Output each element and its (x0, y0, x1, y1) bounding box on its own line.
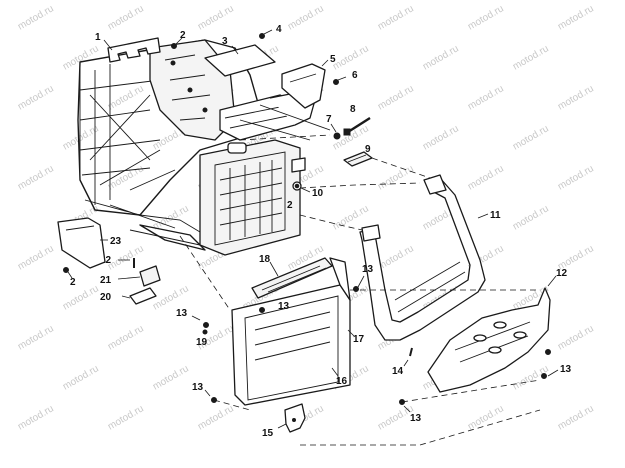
watermark-text: motod.ru (556, 163, 596, 192)
callout-22: 22 (100, 255, 112, 266)
watermark-text: motod.ru (286, 3, 326, 32)
part-10-grommet: 10 (292, 181, 324, 199)
callout-19: 19 (196, 337, 208, 348)
watermark-text: motod.ru (106, 3, 146, 32)
part-15-bracket: 15 (262, 403, 306, 439)
watermark-text: motod.ru (511, 123, 551, 152)
callout-10: 10 (312, 188, 324, 199)
watermark-text: motod.ru (466, 403, 506, 432)
callout-2-top: 2 (180, 30, 186, 41)
callout-13-a: 13 (362, 264, 374, 275)
watermark-text: motod.ru (376, 163, 416, 192)
watermark-text: motod.ru (511, 203, 551, 232)
part-21-block: 21 (100, 265, 161, 287)
part-9-bushing: 9 (343, 144, 373, 167)
callout-9: 9 (365, 144, 371, 155)
watermark-text: motod.ru (466, 3, 506, 32)
watermark-text: motod.ru (421, 123, 461, 152)
watermark-text: motod.ru (196, 403, 236, 432)
callout-13-e: 13 (410, 413, 422, 424)
watermark-text: motod.ru (61, 43, 101, 72)
callout-1: 1 (95, 32, 101, 43)
part-16-guard: 16 17 (231, 257, 365, 406)
watermark-text: motod.ru (376, 243, 416, 272)
callout-18: 18 (259, 254, 271, 265)
callout-21: 21 (100, 275, 112, 286)
callout-13-b: 13 (278, 301, 290, 312)
callout-7: 7 (326, 114, 332, 125)
watermark-text: motod.ru (376, 83, 416, 112)
callout-16: 16 (336, 376, 348, 387)
watermark-text: motod.ru (61, 363, 101, 392)
watermark-text: motod.ru (16, 163, 56, 192)
watermark-text: motod.ru (376, 3, 416, 32)
watermark-text: motod.ru (106, 243, 146, 272)
part-20-block: 20 (100, 287, 157, 305)
callout-15: 15 (262, 428, 274, 439)
part-23-panel: 23 (57, 217, 122, 269)
callout-13-f: 13 (560, 364, 572, 375)
watermark-text: motod.ru (556, 3, 596, 32)
watermark-text: motod.ru (556, 403, 596, 432)
callout-13-d: 13 (192, 382, 204, 393)
part-8-bolt: 8 (343, 104, 371, 136)
watermark-text: motod.ru (16, 323, 56, 352)
callout-11: 11 (490, 210, 501, 221)
callout-14: 14 (392, 366, 404, 377)
part-5-cover: 5 (281, 54, 336, 109)
watermark-text: motod.ru (106, 403, 146, 432)
watermark-text: motod.ru (16, 3, 56, 32)
callout-12: 12 (556, 268, 568, 279)
watermark-text: motod.ru (151, 363, 191, 392)
part-4-screw: 4 (259, 24, 282, 39)
callout-2-left: 2 (70, 277, 76, 288)
callout-20: 20 (100, 292, 112, 303)
watermark-text: motod.ru (466, 163, 506, 192)
part-19-nut: 19 (196, 329, 208, 348)
watermark-text: motod.ru (61, 283, 101, 312)
watermark-text: motod.ru (16, 243, 56, 272)
callout-8: 8 (350, 104, 356, 115)
watermark-text: motod.ru (556, 83, 596, 112)
part-12-skid-plate: 12 (427, 268, 568, 393)
callout-17: 17 (353, 334, 365, 345)
callout-3: 3 (222, 36, 228, 47)
part-6-screw: 6 (333, 70, 358, 85)
watermark-text: motod.ru (466, 83, 506, 112)
callout-4: 4 (276, 24, 282, 35)
part-1-bracket: 1 (95, 32, 161, 63)
watermark-text: motod.ru (16, 403, 56, 432)
watermark-text: motod.ru (511, 43, 551, 72)
watermark-text: motod.ru (421, 43, 461, 72)
watermark-text: motod.ru (106, 323, 146, 352)
part-3-pad: 3 (204, 36, 276, 77)
part-14-screw: 14 (392, 347, 413, 377)
watermark-text: motod.ru (556, 323, 596, 352)
part-13-screws: 13 13 13 13 13 13 (176, 264, 572, 424)
watermark-text: motod.ru (106, 83, 146, 112)
watermark-text: motod.ru (196, 3, 236, 32)
radiator (199, 139, 306, 256)
callout-13-c: 13 (176, 308, 188, 319)
part-18-grille: 18 (251, 254, 333, 299)
callout-2-radiator: 2 (287, 200, 293, 211)
callout-5: 5 (330, 54, 336, 65)
watermark-text: motod.ru (331, 43, 371, 72)
part-11-bumper: 11 (359, 174, 501, 341)
part-7-nut: 7 (326, 114, 341, 140)
part-2-screws: 2 2 2 (63, 30, 293, 288)
assembly-lines (179, 134, 541, 446)
watermark-text: motod.ru (16, 83, 56, 112)
callout-6: 6 (352, 70, 358, 81)
callout-23: 23 (110, 236, 122, 247)
part-22-pin: 22 (100, 255, 135, 268)
